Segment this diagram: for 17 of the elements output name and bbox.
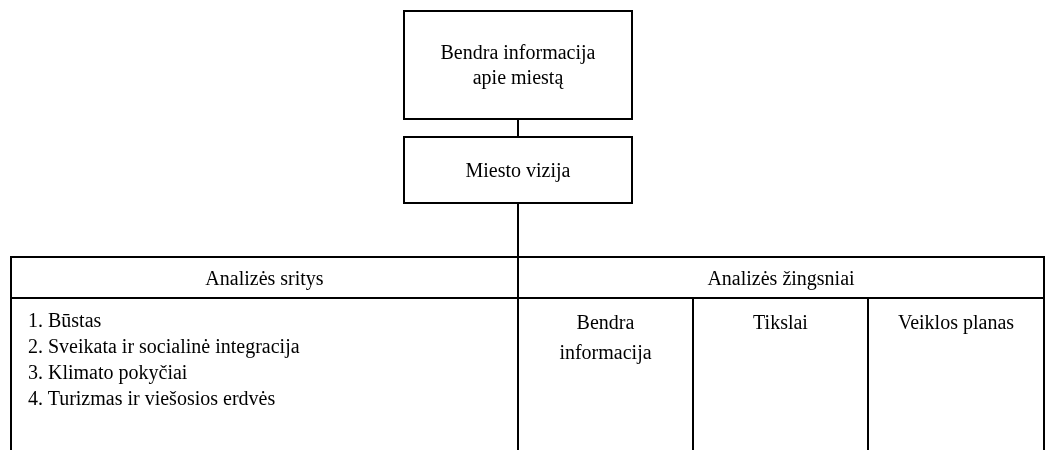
text-box xyxy=(403,136,633,204)
list-item: 2. Sveikata ir socialinė integracija xyxy=(28,334,301,359)
table-frame xyxy=(10,256,1045,450)
list-item: 4. Turizmas ir viešosios erdvės xyxy=(28,386,277,411)
connector-line xyxy=(517,119,519,137)
list-item: 1. Būstas xyxy=(28,308,103,333)
node-text: Tikslai xyxy=(753,311,808,333)
node-text: Veiklos planas xyxy=(897,311,1015,333)
column-heading: Analizės sritys xyxy=(205,265,324,292)
node-text: Bendra informacija xyxy=(559,311,652,363)
text-box xyxy=(403,10,633,120)
list-item: 3. Klimato pokyčiai xyxy=(28,360,189,385)
table-column xyxy=(12,258,519,450)
connector-line xyxy=(517,203,519,257)
node-text: Miesto vizija xyxy=(465,157,571,183)
node-text: Bendra informacija apie miestą xyxy=(439,40,597,90)
column-heading: Analizės žingsniai xyxy=(707,265,855,292)
